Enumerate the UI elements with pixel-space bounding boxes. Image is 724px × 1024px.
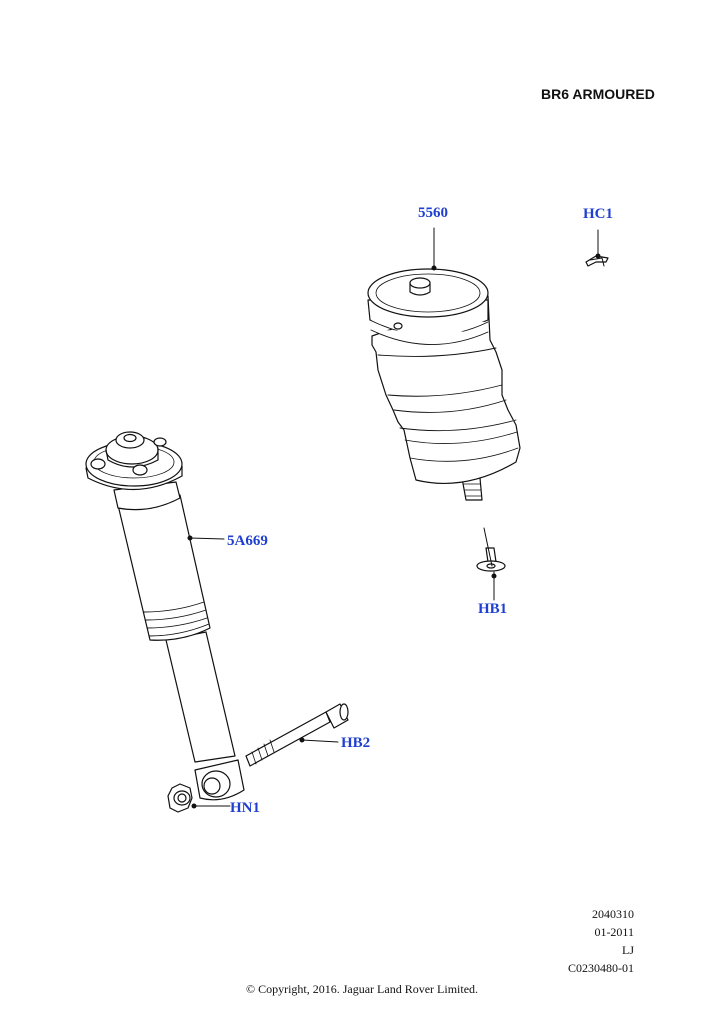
drawing-initials: LJ (622, 943, 634, 957)
drawing-reference: C0230480-01 (568, 961, 634, 975)
drawing-date: 01-2011 (594, 925, 634, 939)
callout-air-spring[interactable]: 5560 (418, 205, 448, 221)
model-title: BR6 ARMOURED (541, 86, 655, 102)
shock-absorber-part[interactable] (85, 431, 245, 801)
copyright-notice: © Copyright, 2016. Jaguar Land Rover Lim… (245, 982, 479, 996)
air-spring-part[interactable] (367, 268, 521, 501)
callout-shock-absorber[interactable]: 5A669 (227, 533, 268, 549)
callout-clip[interactable]: HC1 (583, 206, 613, 222)
nut-part[interactable] (167, 783, 193, 813)
callout-lower-bolt[interactable]: HB2 (341, 735, 371, 751)
callout-upper-bolt[interactable]: HB1 (478, 601, 508, 617)
lower-bolt-part[interactable] (245, 703, 349, 767)
callout-nut[interactable]: HN1 (230, 800, 260, 816)
drawing-code: 2040310 (592, 907, 634, 921)
leader-lines (187, 227, 601, 809)
